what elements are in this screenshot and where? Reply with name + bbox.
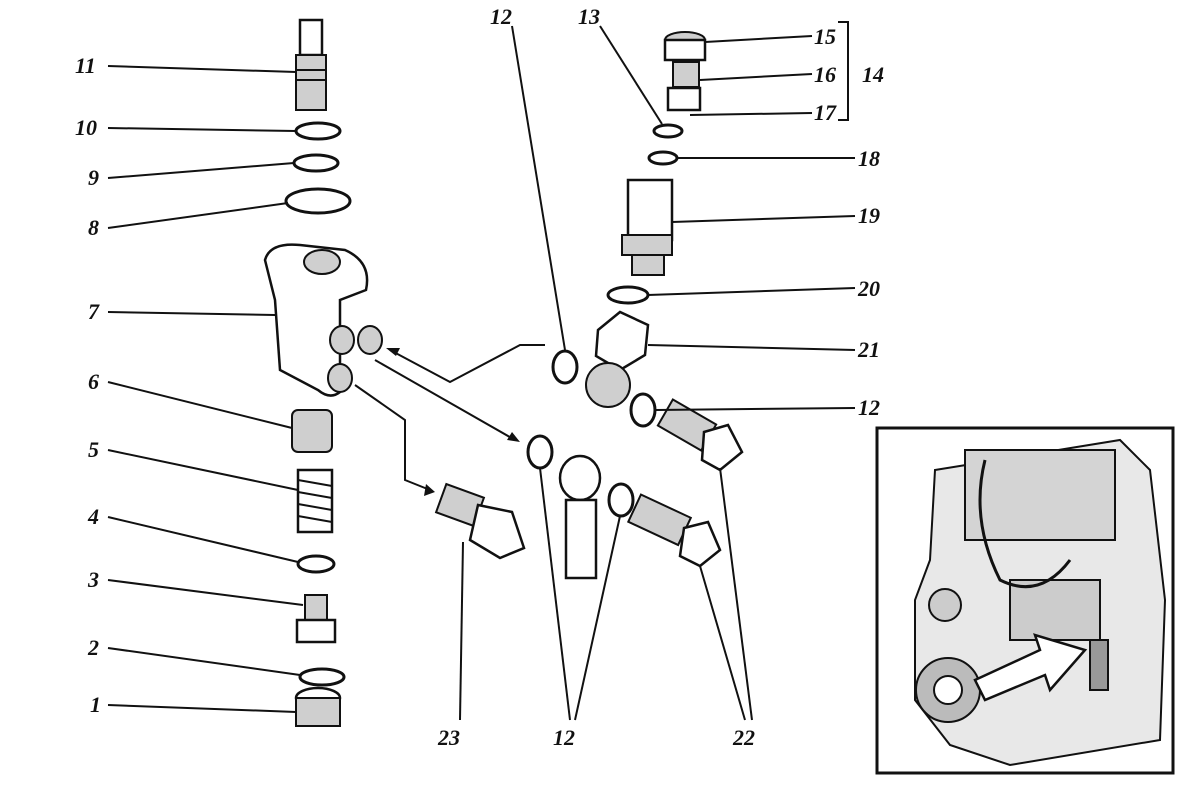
banjo-fitting-pipe (558, 454, 602, 580)
label-16: 16 (814, 62, 836, 87)
label-22: 22 (732, 725, 755, 750)
location-arrow-icon (973, 633, 1088, 702)
flow-arrow-to-fitting (354, 384, 431, 491)
part-5-spring (296, 468, 334, 534)
label-19: 19 (858, 203, 880, 228)
part-18-ring (647, 150, 679, 166)
part-3-valve (295, 594, 337, 644)
label-8: 8 (88, 215, 99, 240)
part-12-washer-lower-left (526, 434, 554, 470)
flow-arrow-to-banjo (374, 359, 516, 441)
engine-location-inset (875, 426, 1175, 775)
label-3: 3 (87, 567, 99, 592)
label-6: 6 (88, 369, 99, 394)
part-7-pump-body (263, 243, 383, 397)
part-10-ring (294, 121, 342, 141)
label-10: 10 (75, 115, 97, 140)
part-22-banjo-bolt-lower (626, 493, 722, 568)
label-12-right: 12 (858, 395, 880, 420)
part-11-plunger (295, 18, 327, 111)
part-1-cap (294, 686, 342, 727)
leader-lines (107, 21, 856, 721)
part-4-ring (296, 554, 336, 574)
label-23: 23 (437, 725, 460, 750)
label-12-top: 12 (490, 4, 512, 29)
part-21-banjo-nut (585, 310, 650, 408)
part-12-washer-upper-left (551, 349, 579, 385)
part-22-banjo-bolt-upper (656, 398, 744, 472)
part-8-ring (284, 187, 352, 215)
part-12-washer-upper-right (629, 392, 657, 428)
part-20-washer (606, 285, 650, 305)
part-14-plug-assembly (663, 31, 707, 112)
flow-arrow-to-body (389, 344, 545, 384)
label-18: 18 (858, 146, 880, 171)
label-13: 13 (578, 4, 600, 29)
label-1: 1 (90, 692, 101, 717)
arrow-head-icon (386, 348, 400, 356)
label-20: 20 (857, 276, 880, 301)
arrow-head-icon (507, 432, 520, 442)
part-13-ring (652, 123, 684, 139)
label-9: 9 (88, 165, 99, 190)
label-5: 5 (88, 437, 99, 462)
label-7: 7 (88, 299, 100, 324)
part-19-sleeve (621, 178, 674, 276)
part-23-fitting (434, 482, 526, 560)
label-17: 17 (814, 100, 837, 125)
label-21: 21 (857, 337, 880, 362)
label-14: 14 (862, 62, 884, 87)
arrow-head-icon (424, 484, 435, 496)
label-12-bottom: 12 (553, 725, 575, 750)
part-6-cup (291, 409, 333, 453)
part-9-ring (292, 153, 340, 173)
part-2-ring (298, 667, 346, 687)
label-11: 11 (75, 53, 96, 78)
part-12-washer-lower-right (607, 482, 635, 518)
label-4: 4 (87, 504, 99, 529)
label-15: 15 (814, 24, 836, 49)
label-2: 2 (87, 635, 99, 660)
